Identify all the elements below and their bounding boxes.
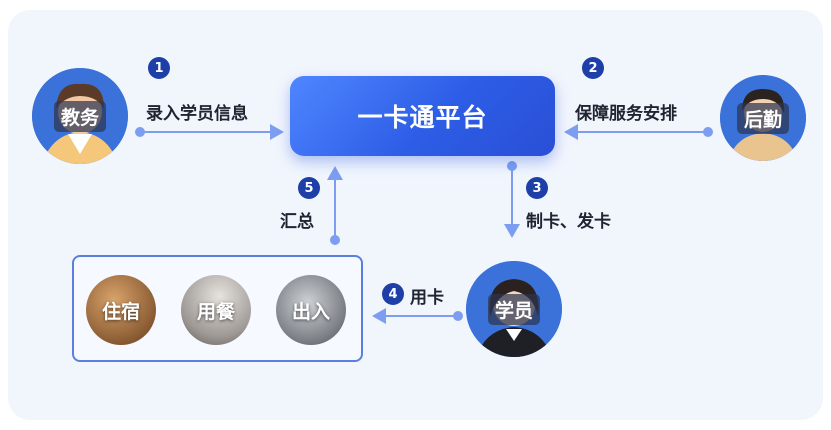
- platform-label: 一卡通平台: [357, 103, 488, 132]
- locations-group: 住宿 用餐 出入: [72, 255, 363, 362]
- location-dining: 用餐: [181, 275, 251, 345]
- step-label-4: 用卡: [410, 288, 444, 308]
- role-label-academic: 教务: [53, 100, 106, 132]
- location-dormitory: 住宿: [86, 275, 156, 345]
- step-badge-2: 2: [582, 57, 604, 79]
- location-label-dining: 用餐: [196, 300, 235, 323]
- avatar-academic: 教务: [32, 68, 128, 164]
- location-label-dormitory: 住宿: [101, 300, 140, 323]
- location-label-access: 出入: [291, 300, 330, 323]
- avatar-student: 学员: [466, 261, 562, 357]
- role-label-student: 学员: [487, 293, 540, 325]
- step-badge-5: 5: [298, 177, 320, 199]
- step-badge-3: 3: [526, 177, 548, 199]
- step-label-5: 汇总: [280, 212, 314, 232]
- role-label-logistics: 后勤: [736, 102, 789, 134]
- step-label-1: 录入学员信息: [146, 104, 248, 124]
- location-access: 出入: [276, 275, 346, 345]
- step-label-2: 保障服务安排: [575, 104, 677, 124]
- platform-box: 一卡通平台: [290, 76, 555, 156]
- step-badge-4: 4: [382, 283, 404, 305]
- avatar-logistics: 后勤: [720, 75, 806, 161]
- step-label-3: 制卡、发卡: [526, 212, 611, 232]
- step-badge-1: 1: [148, 57, 170, 79]
